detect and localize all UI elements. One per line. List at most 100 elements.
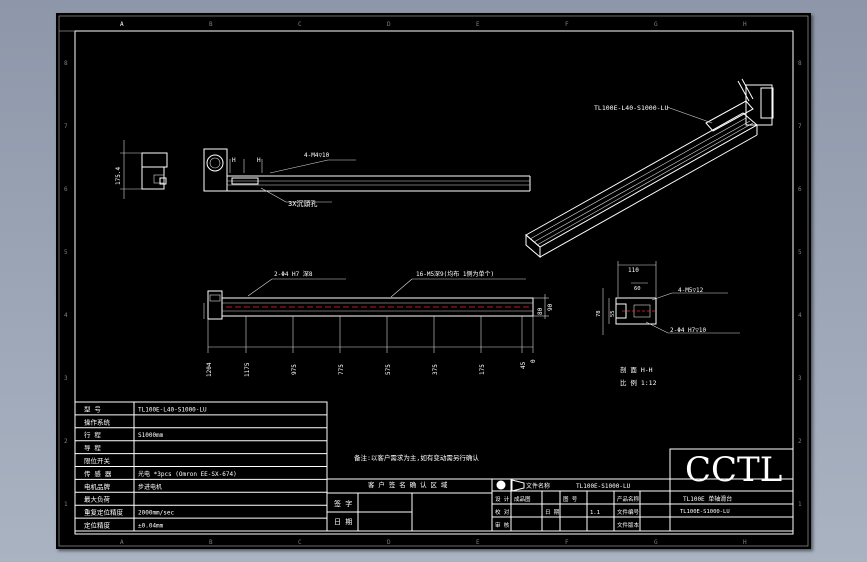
hole-note: 4-M4▽10 [304,152,330,159]
dim-extension-lines [207,316,534,353]
bottom-dim: 45 [520,361,527,369]
title-block: 文件名称 TL100E-S1000-LU CCTL TL100E 单轴滑台 TL… [491,448,794,532]
section-view: 110 60 78 55 4-M5▽12 2-Φ4 H7▽10 剖 面 H-H … [596,261,740,387]
spec-label: 型 号 [84,404,101,413]
spec-label: 传 感 器 [84,469,112,478]
zone-letter: G [654,21,658,28]
zone-letters-top: A B C D E F G H [120,21,747,28]
spec-value: ±0.04mm [138,523,164,530]
title-block-cell: 成品图 [514,495,531,503]
zone-number: 4 [798,312,802,319]
drawing-sheet: A B C D E F G H A B C D E F G H 8 7 6 5 … [56,13,811,549]
zone-number: 1 [64,501,68,508]
height-dim: 175.4 [115,167,122,185]
section-title: 剖 面 H-H [620,365,653,374]
bottom-dim: 0 [530,359,537,363]
zone-letters-bottom: A B C D E F G H [120,539,747,546]
bottom-dim: 775 [338,364,345,375]
title-block-cell: 审 核 [495,521,510,529]
drawing-no-label: 文件名称 [526,482,550,490]
zone-number: 5 [64,249,68,256]
zone-letter: A [120,21,124,28]
spec-label: 操作系统 [84,417,111,426]
section-left-dim: 55 [610,310,616,317]
zone-number: 8 [798,60,802,67]
plan-view: 80 90 2-Φ4 H7 深8 16-M5深9(均布 1侧为单个) 1204 … [203,270,554,377]
section-left-dim: 78 [596,310,602,317]
zone-letter: D [387,21,391,28]
date-label: 日 期 [334,518,352,526]
title-block-cell: 校 对 [495,508,510,516]
bottom-dim: 1175 [244,362,251,377]
slot-note: 3X沉頭孔 [288,200,317,208]
zone-letter: C [298,21,302,28]
pin-note: 2-Φ4 H7 深8 [274,270,313,278]
zone-letter: G [654,539,658,546]
title-block-cell: 设 计 [495,495,510,503]
bottom-dim: 375 [432,364,439,375]
zone-letter: F [565,539,569,546]
zone-letter: D [387,539,391,546]
section-pin-note: 2-Φ4 H7▽10 [670,327,707,334]
bottom-dim: 175 [479,364,486,375]
tolerance-h2: H [257,157,261,164]
spec-label: 导 程 [84,443,101,452]
right-dim: 80 [537,307,544,315]
spec-label: 重复定位精度 [84,508,124,517]
bottom-dim: 575 [385,364,392,375]
sign-label: 签 字 [334,499,352,508]
spec-label: 行 程 [84,430,101,439]
spec-value: S1000mm [138,432,164,439]
title-block-cell: 文件版本 [617,521,640,529]
sub-dim: 60 [634,286,641,292]
model-callout: TL100E-L40-S1000-LU [594,104,668,112]
company-logo: CCTL [685,450,782,490]
section-scale: 比 例 1:12 [620,378,657,387]
zone-number: 5 [798,249,802,256]
drawing-no: TL100E-S1000-LU [576,483,631,490]
projection-symbol [496,480,506,490]
zone-numbers: 8 7 6 5 4 3 2 1 8 7 6 5 4 3 2 1 [64,60,802,508]
zone-letter: H [743,21,747,28]
spec-value: TL100E-L40-S1000-LU [138,406,207,413]
spec-label: 最大负荷 [84,495,111,504]
zone-number: 6 [64,186,68,193]
title-block-cell: 图 号 [563,495,578,503]
signature-caption: 客 户 签 名 确 认 区 域 [368,480,448,489]
signature-block: 客 户 签 名 确 认 区 域 签 字 日 期 [326,478,493,532]
spec-label: 限位开关 [84,456,111,465]
zone-letter: F [565,21,569,28]
spec-value: 步进电机 [138,483,162,491]
title-block-cell: 1.1 [590,510,600,516]
zone-number: 3 [64,375,68,382]
tolerance-h: H [232,157,236,164]
bottom-dim: 1204 [206,362,213,377]
title-block-cell: 文件编号 [617,508,640,516]
border-frame [58,15,809,547]
zone-letter: E [476,539,480,546]
zone-letter: E [476,21,480,28]
zone-number: 7 [798,123,802,130]
zone-number: 2 [64,438,68,445]
zone-letter: C [298,539,302,546]
zone-number: 7 [64,123,68,130]
section-hole-note: 4-M5▽12 [678,287,704,294]
right-dim: 90 [547,303,554,311]
spec-value: 光电 *3pcs (Omron EE-SX-674) [138,470,237,478]
zone-number: 2 [798,438,802,445]
title-block-cell: 产品名称 [617,495,640,503]
zone-letter: B [209,21,213,28]
thread-note: 16-M5深9(均布 1侧为单个) [416,270,494,278]
title-block-rows: 设 计成品图 图 号 产品名称校 对 日 期 1.1 文件编号审 核 文件版本 [495,495,640,529]
title-block-cell: 日 期 [545,509,560,516]
drawing-notes: 备注:以客户需求为主,如有变动需另行确认 [354,453,479,462]
isometric-view: TL100E-L40-S1000-LU [525,78,774,259]
product-name: TL100E 单轴滑台 [683,495,732,503]
bottom-dim: 975 [291,364,298,375]
zone-letter: H [743,539,747,546]
model-code: TL100E-S1000-LU [680,509,730,515]
end-view-left: 175.4 [115,140,168,199]
zone-number: 8 [64,60,68,67]
zone-number: 6 [798,186,802,193]
